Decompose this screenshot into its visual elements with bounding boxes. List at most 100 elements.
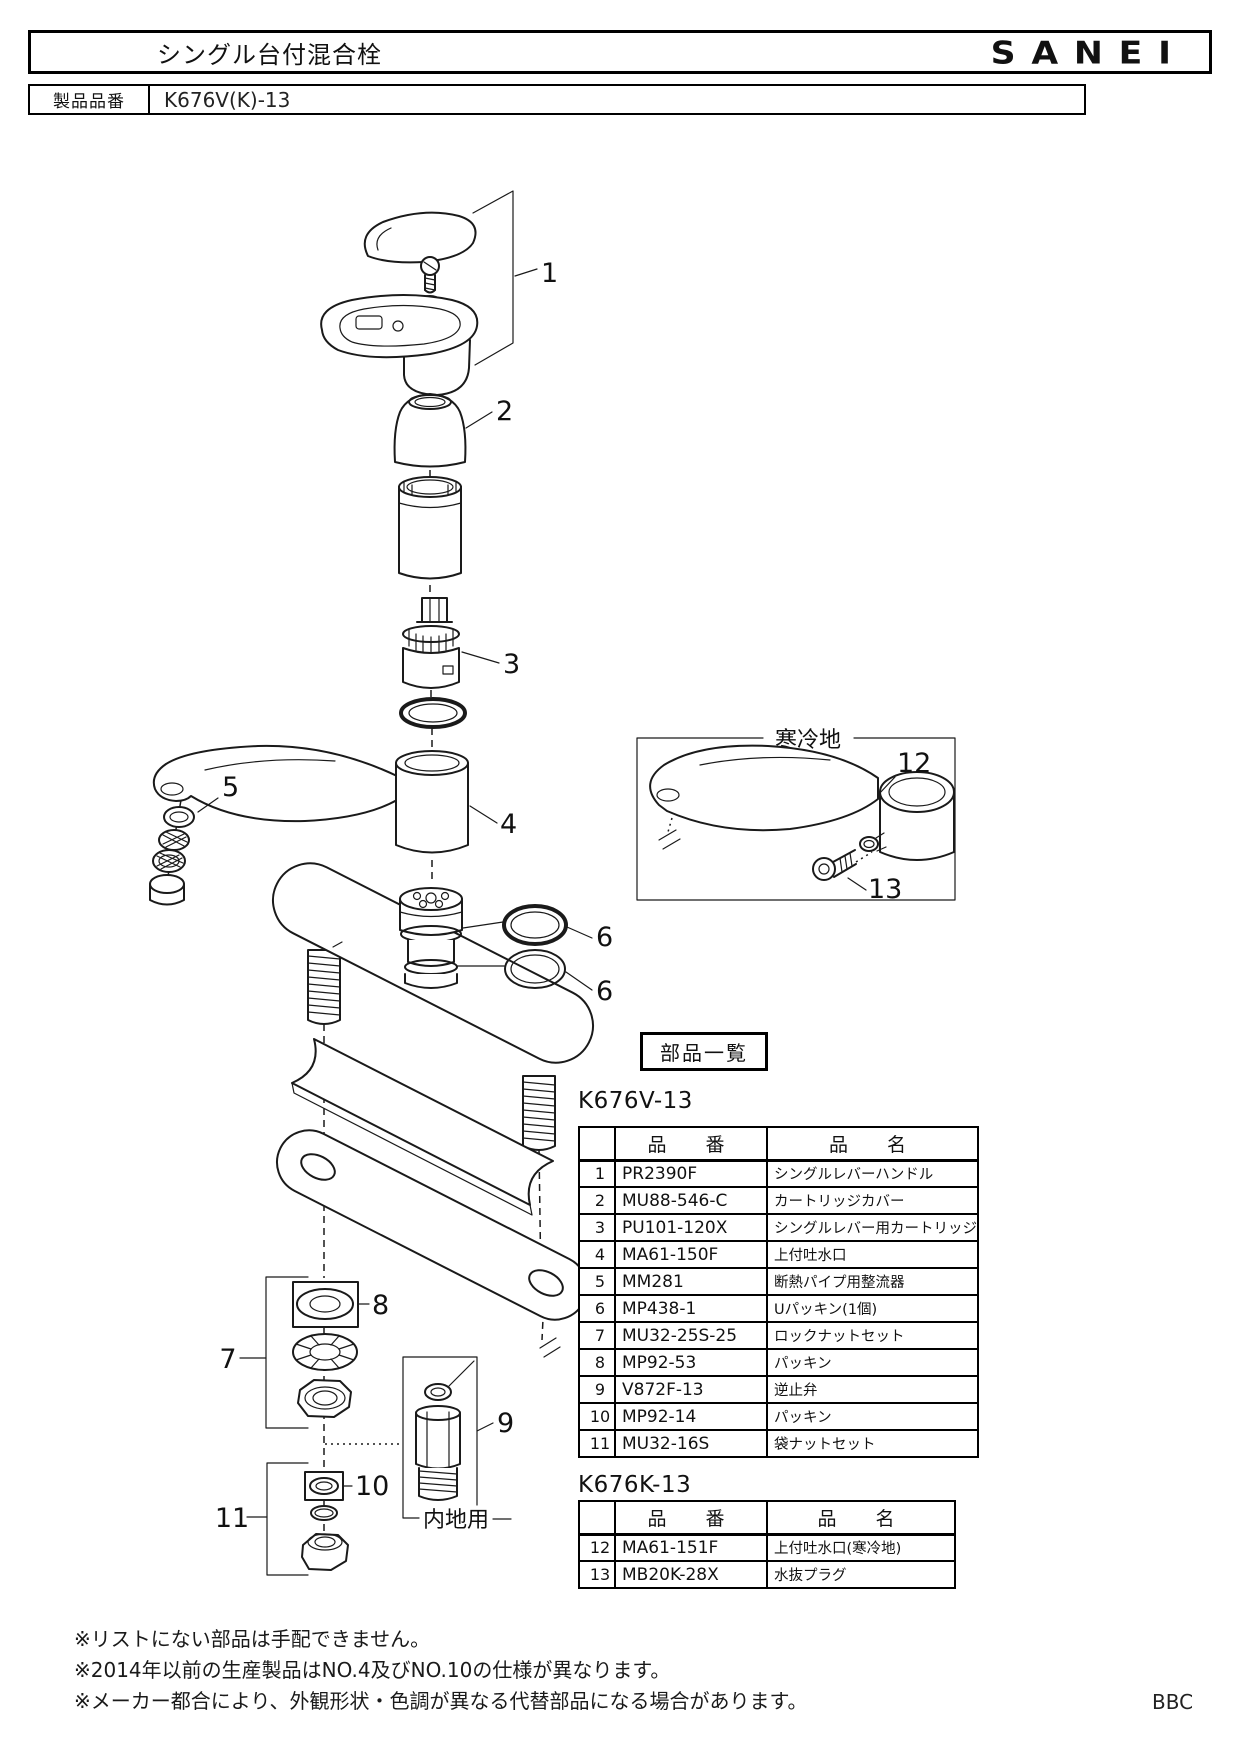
callout-13: 13 (868, 874, 902, 905)
header-code: 品 番 (614, 1500, 768, 1536)
footnote-line: ※リストにない部品は手配できません。 (74, 1627, 431, 1651)
callout-9: 9 (497, 1408, 514, 1439)
valve-stem (399, 887, 463, 989)
header-no (578, 1500, 616, 1536)
cell-name: パッキン (766, 1348, 979, 1377)
model-heading-k676k: K676K-13 (578, 1472, 692, 1498)
cell-code: MM281 (614, 1267, 768, 1296)
cell-no: 4 (578, 1240, 616, 1269)
part-6-u-packings: 6 6 (457, 904, 613, 1007)
callout-8: 8 (372, 1290, 389, 1321)
cell-no: 11 (578, 1429, 616, 1458)
cell-code: PR2390F (614, 1159, 768, 1188)
cell-code: MA61-150F (614, 1240, 768, 1269)
cell-name: 上付吐水口(寒冷地) (766, 1533, 956, 1562)
cell-code: MU32-25S-25 (614, 1321, 768, 1350)
header-no (578, 1126, 616, 1162)
cell-no: 13 (578, 1560, 616, 1589)
cell-no: 8 (578, 1348, 616, 1377)
cell-code: MU32-16S (614, 1429, 768, 1458)
footnote-line: ※メーカー都合により、外観形状・色調が異なる代替部品になる場合があります。 (74, 1689, 808, 1713)
lock-nut (297, 1379, 352, 1418)
left-stud (307, 949, 341, 1025)
cartridge-oring (399, 697, 467, 729)
header-name: 品 名 (766, 1126, 979, 1162)
callout-12: 12 (897, 748, 931, 779)
cell-code: PU101-120X (614, 1213, 768, 1242)
footnotes: ※リストにない部品は手配できません。 ※2014年以前の生産製品はNO.4及びN… (74, 1624, 808, 1717)
part-1-handle-assembly: 1 (320, 190, 558, 396)
cell-name: 逆止弁 (766, 1375, 979, 1404)
domestic-label: 内地用 (423, 1508, 489, 1533)
star-washer (292, 1333, 358, 1371)
cell-no: 1 (578, 1159, 616, 1188)
cell-code: MP92-53 (614, 1348, 768, 1377)
cell-code: MU88-546-C (614, 1186, 768, 1215)
page-code: BBC (1152, 1690, 1194, 1714)
cell-name: 断熱パイプ用整流器 (766, 1267, 979, 1296)
cell-no: 12 (578, 1533, 616, 1562)
cell-name: 上付吐水口 (766, 1240, 979, 1269)
cell-code: MA61-151F (614, 1533, 768, 1562)
callout-5: 5 (222, 772, 239, 803)
cell-code: MP92-14 (614, 1402, 768, 1431)
header-code: 品 番 (614, 1126, 768, 1162)
cell-no: 3 (578, 1213, 616, 1242)
part-9-check-valve: 内地用 9 (402, 1356, 514, 1533)
inner-sleeve (398, 476, 462, 580)
cell-no: 5 (578, 1267, 616, 1296)
part-3-cartridge: 3 (402, 597, 520, 689)
cell-name: シングルレバー用カートリッジ (766, 1213, 979, 1242)
brand-logo: SANEI (990, 33, 1187, 71)
part-7-locknut-set: 7 8 (219, 1276, 389, 1429)
product-number-row: 製品品番 K676V(K)-13 (28, 84, 1086, 115)
cell-name: 水抜プラグ (766, 1560, 956, 1589)
header-bar: シングル台付混合栓 SANEI (28, 30, 1212, 74)
callout-4: 4 (500, 809, 517, 840)
page-title: シングル台付混合栓 (157, 40, 382, 69)
table-header-row: 品 番 品 名 (578, 1126, 979, 1162)
cell-code: V872F-13 (614, 1375, 768, 1404)
cell-name: Uパッキン(1個) (766, 1294, 979, 1323)
callout-2: 2 (496, 396, 513, 427)
right-stud (522, 1075, 556, 1151)
callout-7: 7 (219, 1344, 236, 1375)
part-5-aerator-stack: 5 (149, 772, 239, 906)
callout-10: 10 (355, 1471, 389, 1502)
callout-1: 1 (541, 258, 558, 289)
header-name: 品 名 (766, 1500, 956, 1536)
cell-no: 6 (578, 1294, 616, 1323)
table-header-row: 品 番 品 名 (578, 1500, 956, 1536)
part-12-cold-region-box: 寒冷地 13 12 (636, 728, 956, 905)
cell-name: カートリッジカバー (766, 1186, 979, 1215)
callout-11: 11 (215, 1503, 249, 1534)
cap-nut (301, 1533, 349, 1571)
product-number-value: K676V(K)-13 (164, 87, 291, 112)
callout-3: 3 (503, 649, 520, 680)
cell-no: 7 (578, 1321, 616, 1350)
cell-no: 10 (578, 1402, 616, 1431)
break-hatch (539, 1337, 561, 1358)
part-2-cartridge-cover: 2 (393, 393, 513, 468)
cold-spout-arm (649, 744, 879, 832)
model-heading-k676v: K676V-13 (578, 1088, 693, 1114)
cell-name: パッキン (766, 1402, 979, 1431)
cell-code: MP438-1 (614, 1294, 768, 1323)
part-13-drain-plug (812, 849, 857, 881)
cell-name: シングルレバーハンドル (766, 1159, 979, 1188)
cell-no: 2 (578, 1186, 616, 1215)
